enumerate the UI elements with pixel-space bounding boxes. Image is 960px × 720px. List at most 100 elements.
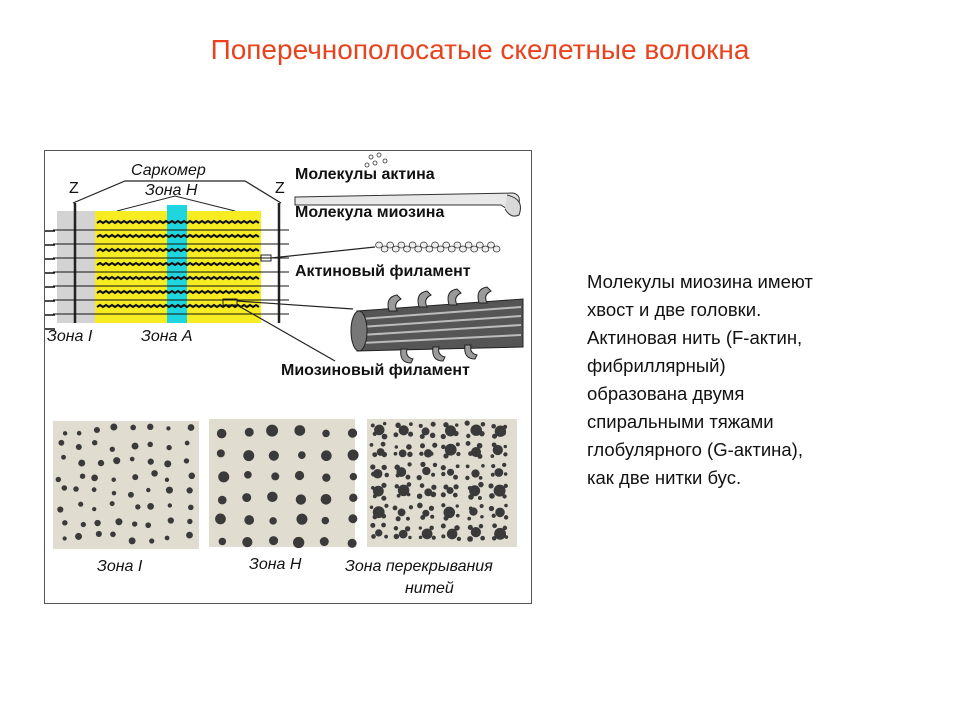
sarcomere-diagram: Саркомер Зона Н Z Z Молекулы актина Моле… [45,152,524,597]
micrograph-dot [267,491,278,503]
micrograph-dot [452,492,458,498]
micrograph-dot [398,529,408,539]
micrograph-dot [271,472,280,481]
micrograph-dot [151,470,158,477]
micrograph-dot [468,451,473,456]
micrograph-dot [269,536,279,546]
micrograph-dot [470,526,482,538]
micrograph-dot [268,450,279,461]
micrograph-dot [394,464,401,471]
micrograph-dot [464,420,470,426]
actin-bead [453,241,462,249]
micrograph-dot [503,452,508,457]
micrograph-dot [430,491,437,498]
micrograph-dot [93,426,100,434]
micrograph-dot [115,518,123,526]
micrograph-dot [242,537,253,548]
micrograph-dot [370,464,376,470]
micrograph-dot [455,513,460,518]
sarcomere-bracket [72,180,282,204]
micrograph-dot [78,459,86,467]
z-right-label: Z [275,180,285,197]
micrograph-dot [441,471,446,477]
myosin-thick-line [96,233,260,239]
micrograph-dot [405,516,410,521]
micrograph-dot [428,505,435,511]
micrograph-dot [369,505,374,510]
micrograph-dot [443,484,449,490]
micrograph-dot [187,518,193,525]
micrograph-dot [478,476,483,480]
micrograph-dot [147,458,154,465]
micrograph-dot [420,514,426,520]
micrograph-dot [491,442,497,448]
micrograph-dot [371,534,376,539]
micrograph-dot [407,462,412,467]
micrograph-dot [381,522,386,528]
micrograph-zone-i-label: Зона I [97,558,143,575]
micrograph-dot [467,486,472,491]
micrograph-dot [297,451,306,459]
actin-bead [487,241,495,249]
micrograph-dot [408,431,414,437]
micrograph-dot [295,494,307,505]
micrograph-dot [145,522,152,529]
actin-filament-icon [375,241,501,253]
actin-bead [386,241,395,249]
micrograph-dot [394,484,399,489]
micrograph-dot [187,424,195,431]
micrograph-dot [266,424,279,437]
micrograph-dot [381,482,387,488]
micrograph-dot [397,484,410,497]
micrograph-dot [494,468,504,477]
micrograph-dot [395,422,401,429]
description-line: Молекулы миозина имеют [587,271,813,292]
description-line: хвост и две головки. [587,299,762,320]
micrograph-dot [94,519,101,527]
micrograph-dot [490,472,495,477]
micrograph-dot [132,474,139,481]
micrograph-dot [441,444,446,450]
micrograph-dot [111,477,116,482]
micrograph-dot [369,443,374,447]
micrograph-dot [372,485,384,497]
micrograph-dot [446,486,454,495]
micrograph-dot [406,444,412,450]
actin-bead [436,245,445,253]
micrograph-dot [188,504,194,511]
micrograph-dot [75,443,82,450]
micrograph-dot [147,441,153,448]
micrograph-dot [382,421,387,426]
micrograph-dot [504,535,509,539]
micrograph-dot [419,434,425,440]
sarcomere-label: Саркомер [131,162,206,179]
micrograph-dot [422,509,430,517]
micrograph-dot [492,523,497,529]
micrograph-dot [429,432,436,439]
micrograph-dot [321,516,330,525]
micrograph-dot [446,528,458,540]
micrograph-dot [347,449,359,461]
micrograph-dot [109,446,115,452]
micrograph-dot [501,431,506,436]
description-text: Молекулы миозина имеют хвост и две голов… [587,268,917,492]
actin-pointer [270,246,376,259]
slide-title: Поперечнополосатые скелетные волокна [210,34,750,65]
micrograph-dot [418,526,423,530]
micrograph-dot [392,505,398,511]
micrograph-dot [492,444,503,456]
micrograph-dot [372,452,378,458]
zone-h-bracket [116,195,236,212]
micrograph-dot [418,535,423,540]
myosin-thick-line [96,247,260,253]
z-left-label: Z [69,180,79,197]
myosin-pointer-top [236,300,354,310]
micrograph-dot [243,450,255,462]
micrograph-dot [62,431,68,436]
zone-a-label: Зона А [141,328,193,345]
zone-i-label: Зона I [47,328,93,345]
micrograph-dot [296,513,308,525]
micrograph-dot [419,443,426,449]
actin-bead [447,245,456,253]
micrograph-dot [380,441,386,447]
